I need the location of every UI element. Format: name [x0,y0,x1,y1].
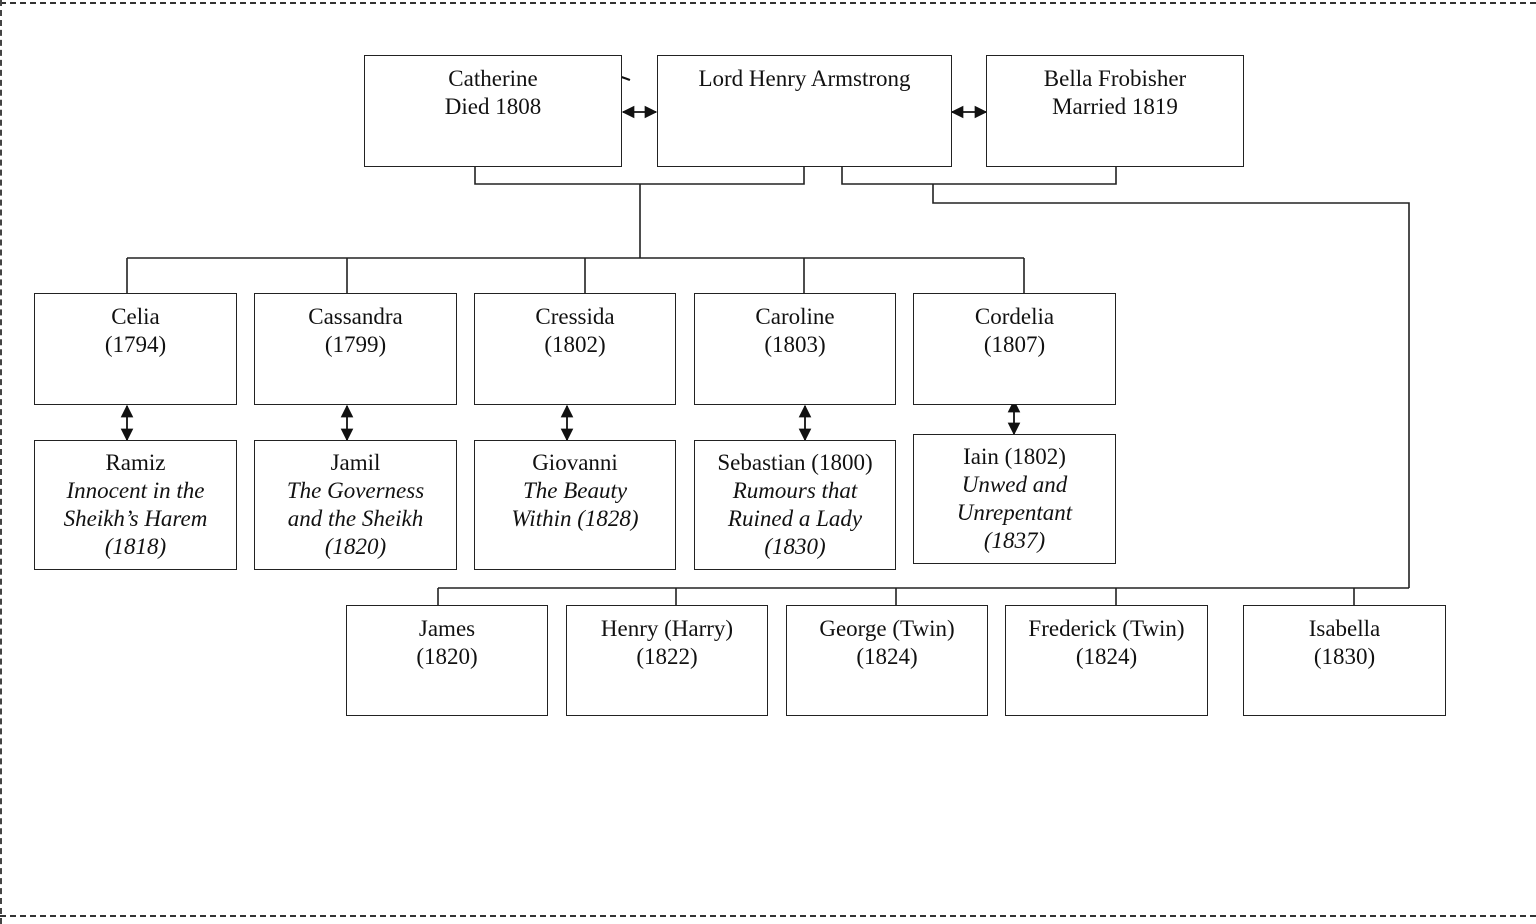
spouse-name: Iain (1802) [963,444,1066,469]
book-year: (1820) [324,534,387,559]
book-title-line: Ruined a Lady [727,506,863,531]
top-dashed-border [0,2,1536,4]
first-marriage-connector [474,167,805,185]
spouse-name: Giovanni [532,450,618,475]
bottom-dashed-border [0,915,1536,917]
daughter-caroline: Caroline (1803) [694,293,896,405]
book-year: (1837) [983,528,1046,553]
book-year: (1818) [104,534,167,559]
spouse-ramiz: Ramiz Innocent in the Sheikh’s Harem (18… [34,440,237,570]
person-year: (1820) [416,644,478,669]
spouse-iain: Iain (1802) Unwed and Unrepentant (1837) [913,434,1116,564]
daughter-isabella: Isabella (1830) [1243,605,1446,716]
spouse-jamil: Jamil The Governess and the Sheikh (1820… [254,440,457,570]
son-henry-harry: Henry (Harry) (1822) [566,605,768,716]
person-name: Bella Frobisher [1043,66,1187,91]
daughter-cressida: Cressida (1802) [474,293,676,405]
person-year: (1794) [104,332,167,357]
spouse-name: Jamil [330,450,381,475]
person-name: Celia [111,304,160,329]
person-name: James [418,616,476,641]
person-lord-henry-armstrong: Lord Henry Armstrong [657,55,952,167]
person-year: (1824) [1075,644,1138,669]
book-year: (1830) [764,534,826,559]
book-title-line: Unrepentant [956,500,1073,525]
person-year: (1807) [983,332,1046,357]
spouse-giovanni: Giovanni The Beauty Within (1828) [474,440,676,570]
person-year: (1802) [544,332,606,357]
person-name: Caroline [755,304,835,329]
book-title-line: Unwed and [961,472,1068,497]
second-marriage-connector [841,167,1117,185]
daughter-cordelia: Cordelia (1807) [913,293,1116,405]
person-name: Cressida [535,304,615,329]
person-bella-frobisher: Bella Frobisher Married 1819 [986,55,1244,167]
person-name: Frederick (Twin) [1028,616,1185,641]
second-family-line [932,184,1410,588]
book-title-line: The Governess [286,478,425,503]
son-frederick-twin: Frederick (Twin) (1824) [1005,605,1208,716]
book-title-line: The Beauty [522,478,628,503]
person-year: (1799) [324,332,387,357]
book-title-line: Rumours that [732,478,858,503]
person-name: Henry (Harry) [600,616,734,641]
person-name: Cordelia [974,304,1055,329]
left-dashed-border [0,0,2,924]
spouse-name: Sebastian (1800) [717,450,873,475]
book-title-line: Innocent in the [66,478,205,503]
spouse-sebastian: Sebastian (1800) Rumours that Ruined a L… [694,440,896,570]
person-year: (1824) [856,644,918,669]
daughter-celia: Celia (1794) [34,293,237,405]
person-name: Isabella [1308,616,1381,641]
person-catherine: Catherine Died 1808 [364,55,622,167]
person-note: Died 1808 [444,94,542,119]
book-title-line: Within (1828) [511,506,639,531]
person-note: Married 1819 [1052,94,1178,119]
book-title-line: and the Sheikh [287,506,424,531]
person-name: Cassandra [308,304,403,329]
son-george-twin: George (Twin) (1824) [786,605,988,716]
person-year: (1822) [636,644,698,669]
person-name: Catherine [448,66,538,91]
spouse-name: Ramiz [105,450,166,475]
person-name: George (Twin) [819,616,955,641]
person-year: (1803) [764,332,826,357]
daughter-cassandra: Cassandra (1799) [254,293,457,405]
person-name: Lord Henry Armstrong [698,66,911,91]
person-year: (1830) [1313,644,1376,669]
son-james: James (1820) [346,605,548,716]
book-title-line: Sheikh’s Harem [63,506,208,531]
